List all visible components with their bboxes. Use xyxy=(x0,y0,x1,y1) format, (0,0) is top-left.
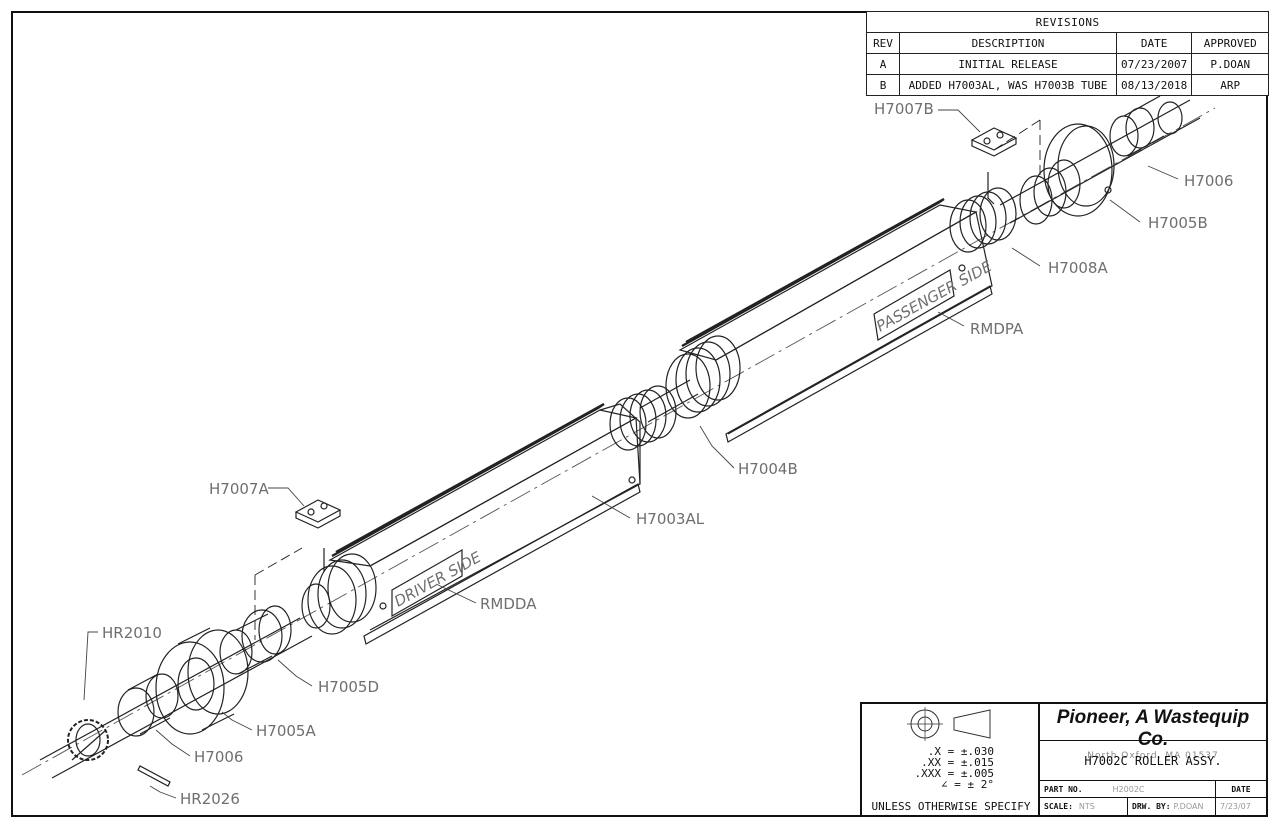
scale-value: NTS xyxy=(1078,802,1095,811)
title-block: .X = ±.030 .XX = ±.015 .XXX = ±.005 ∠ = … xyxy=(860,702,1268,817)
date-cell: 07/23/2007 xyxy=(1115,53,1193,75)
revision-row: B ADDED H7003AL, WAS H7003B TUBE 08/13/2… xyxy=(866,74,1270,96)
callout-h7006-bottom: H7006 xyxy=(194,748,243,766)
approved-cell: P.DOAN xyxy=(1191,53,1270,75)
drawn-by-value: P.DOAN xyxy=(1173,802,1204,811)
callout-hr2010: HR2010 xyxy=(102,624,162,642)
revisions-title: REVISIONS xyxy=(865,11,1270,33)
bracket-passenger xyxy=(970,119,1041,205)
callout-h7008a: H7008A xyxy=(1048,259,1108,277)
callout-h7004b: H7004B xyxy=(738,460,798,478)
tolerance-line: .X = ±.030 xyxy=(927,745,994,758)
collar-upper xyxy=(1109,95,1183,157)
date-cell: 08/13/2018 xyxy=(1115,74,1193,96)
approved-cell: ARP xyxy=(1191,74,1270,96)
approved-header: APPROVED xyxy=(1191,32,1270,54)
callout-h7003al: H7003AL xyxy=(636,510,705,528)
coil-passenger-right xyxy=(949,187,1017,253)
bearing-driver xyxy=(219,605,292,675)
part-no-label: PART NO. xyxy=(1044,785,1083,794)
part-number-row: PART NO. H2002C DATE xyxy=(1040,781,1266,798)
callout-rmdpa: RMDPA xyxy=(970,320,1024,338)
coil-driver xyxy=(301,553,377,635)
tolerance-values: .X = ±.030 .XX = ±.015 .XXX = ±.005 ∠ = … xyxy=(910,746,994,790)
coil-passenger-left xyxy=(665,335,741,419)
scale-label: SCALE: xyxy=(1044,802,1073,811)
leader-lines xyxy=(83,109,1179,799)
drawing-title: H7002C ROLLER ASSY. xyxy=(1040,741,1266,781)
bracket-driver xyxy=(254,499,342,640)
callout-hr2026: HR2026 xyxy=(180,790,240,808)
tolerance-box: .X = ±.030 .XX = ±.015 .XXX = ±.005 ∠ = … xyxy=(862,704,1040,815)
flange-lower xyxy=(155,627,249,735)
coil-driver-right xyxy=(609,385,677,451)
key xyxy=(137,765,171,787)
rev-header: REV xyxy=(866,32,900,54)
part-no-value: H2002C xyxy=(1112,785,1145,794)
tolerance-line: ∠ = ± 2° xyxy=(941,778,994,791)
revision-row: A INITIAL RELEASE 07/23/2007 P.DOAN xyxy=(866,53,1270,75)
tube-passenger xyxy=(678,197,993,443)
callout-h7007b: H7007B xyxy=(874,100,934,118)
callout-rmdda: RMDDA xyxy=(480,595,537,613)
flange-upper xyxy=(1019,123,1115,225)
tolerance-line: .XXX = ±.005 xyxy=(914,767,994,780)
shaft xyxy=(39,617,313,779)
callout-h7005d: H7005D xyxy=(318,678,379,696)
projection-symbol-icon xyxy=(907,707,991,741)
callout-h7006-top: H7006 xyxy=(1184,172,1233,190)
revisions-table: REVISIONS REV DESCRIPTION DATE APPROVED … xyxy=(865,11,1270,96)
company-block: Pioneer, A Wastequip Co. North Oxford, M… xyxy=(1040,704,1266,761)
passenger-side-plate xyxy=(873,269,955,341)
driver-side-label: DRIVER SIDE xyxy=(391,548,484,611)
callout-h7005a: H7005A xyxy=(256,722,316,740)
description-cell: ADDED H7003AL, WAS H7003B TUBE xyxy=(899,74,1117,96)
tolerance-line: .XX = ±.015 xyxy=(921,756,994,769)
date-value: 7/23/07 xyxy=(1220,802,1251,811)
callout-h7007a: H7007A xyxy=(209,480,269,498)
company-name: Pioneer, A Wastequip Co. xyxy=(1056,707,1250,750)
scale-row: SCALE: NTS DRW. BY: P.DOAN 7/23/07 xyxy=(1040,798,1266,815)
drawn-by-label: DRW. BY: xyxy=(1132,802,1171,811)
date-header: DATE xyxy=(1115,32,1193,54)
description-header: DESCRIPTION xyxy=(899,32,1117,54)
tolerance-note: UNLESS OTHERWISE SPECIFY xyxy=(871,800,1031,813)
driver-side-plate xyxy=(391,548,463,618)
collar-lower xyxy=(117,673,179,737)
company-address: North Oxford, MA 01537 xyxy=(1087,751,1219,761)
description-cell: INITIAL RELEASE xyxy=(899,53,1117,75)
date-label: DATE xyxy=(1231,785,1251,794)
rev-cell: A xyxy=(866,53,900,75)
callout-h7005b: H7005B xyxy=(1148,214,1208,232)
sprocket xyxy=(67,719,109,761)
rev-cell: B xyxy=(866,74,900,96)
